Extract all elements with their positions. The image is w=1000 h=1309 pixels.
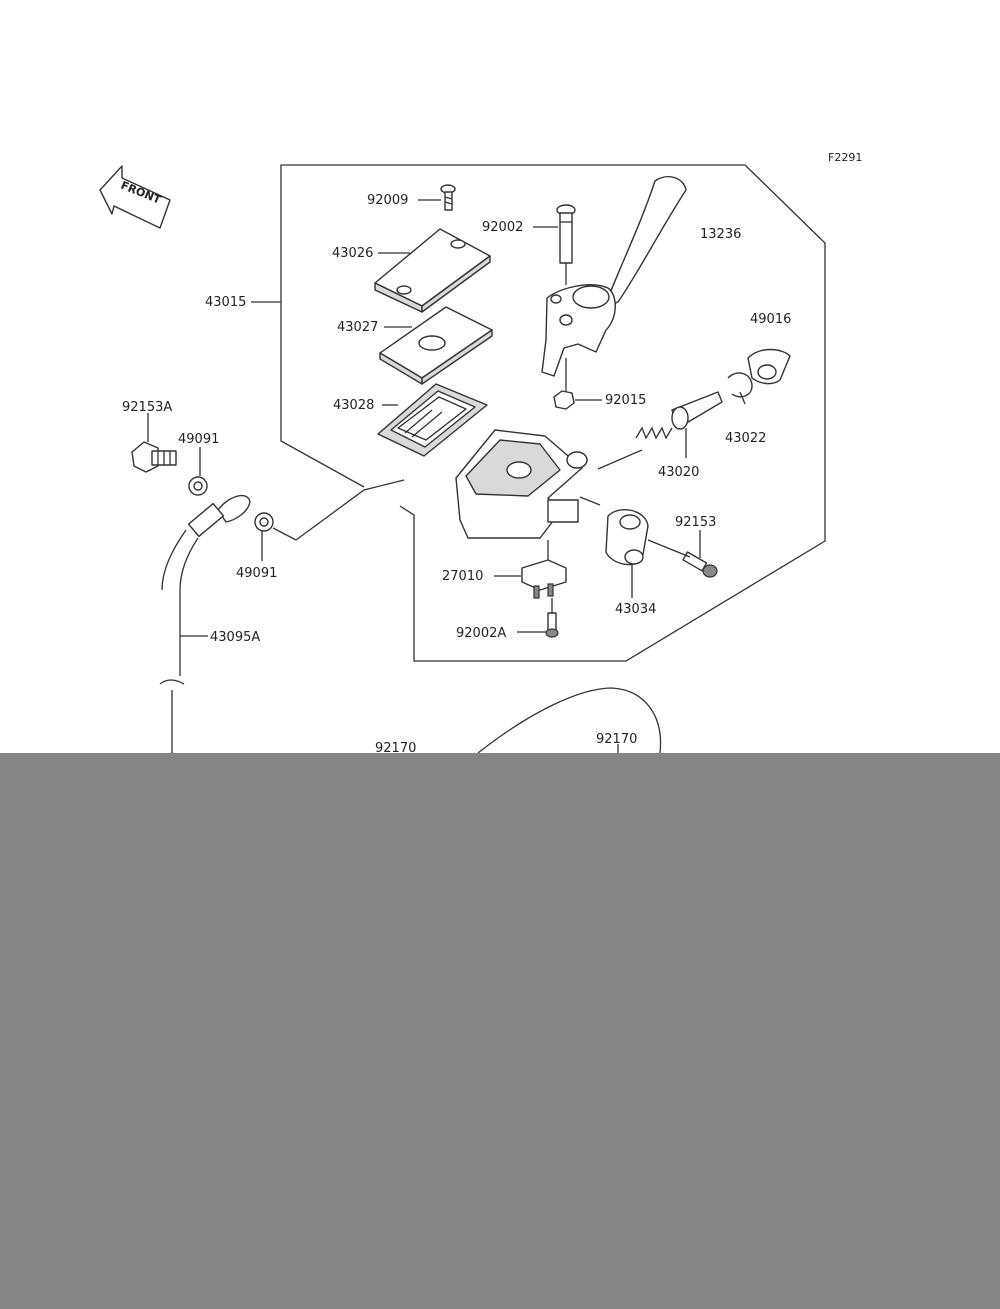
figure-code: F2291 [828,151,862,164]
label-43022: 43022 [725,431,766,446]
label-49091-lower: 49091 [236,566,277,581]
circlip-icon [727,372,753,398]
label-43026: 43026 [332,246,373,261]
front-arrow-icon: FRONT [99,165,171,229]
label-27010: 27010 [442,569,483,584]
washer-icon [188,476,208,496]
label-92002A: 92002A [456,626,506,641]
label-92170-left: 92170 [375,741,416,756]
label-49016: 49016 [750,312,791,327]
diaphragm-icon [377,383,488,457]
master-cylinder-body-icon [455,429,588,539]
brake-hose-icon [159,494,251,753]
label-43028: 43028 [333,398,374,413]
label-13236: 13236 [700,227,741,242]
lever-nut-icon [553,390,575,410]
label-92153: 92153 [675,515,716,530]
brake-switch-icon [521,559,567,599]
banjo-bolt-icon [131,441,177,473]
switch-screw-icon [545,612,559,638]
clamp-icon [605,508,649,566]
label-92009: 92009 [367,193,408,208]
label-92002: 92002 [482,220,523,235]
label-49091-upper: 49091 [178,432,219,447]
label-43034: 43034 [615,602,656,617]
label-43095A: 43095A [210,630,260,645]
hose-clamp-icon [477,687,662,754]
label-43015: 43015 [205,295,246,310]
pivot-bolt-icon [556,204,576,264]
label-43027: 43027 [337,320,378,335]
label-43020: 43020 [658,465,699,480]
diaphragm-plate-icon [379,306,493,385]
brake-lever-icon [541,176,687,377]
label-92015: 92015 [605,393,646,408]
cap-screw-icon [440,184,456,211]
label-92170-right: 92170 [596,732,637,747]
reservoir-cap-icon [374,228,491,313]
label-92153A: 92153A [122,400,172,415]
dust-boot-icon [747,348,791,385]
gray-band [0,753,1000,1309]
piston-kit-icon [635,391,723,440]
washer-icon-lower [254,512,274,532]
assembly-outline [280,164,826,662]
